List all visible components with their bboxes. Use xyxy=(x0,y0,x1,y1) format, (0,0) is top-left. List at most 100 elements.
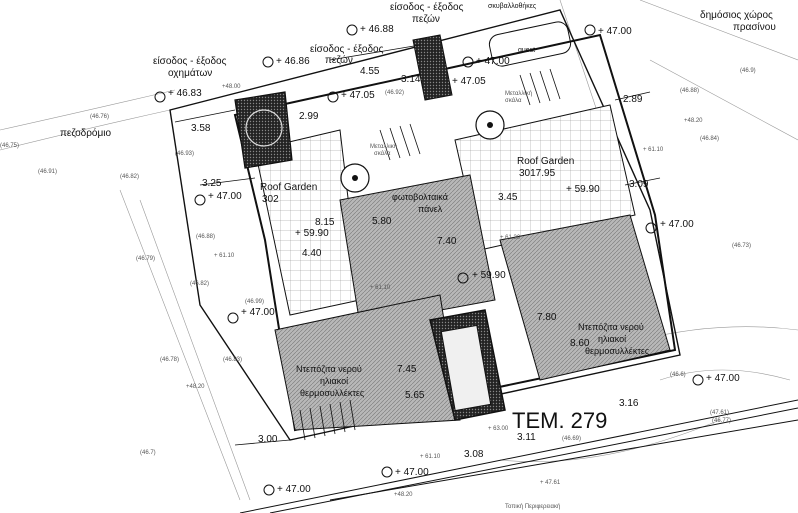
dim-2-89: 2.89 xyxy=(623,94,643,105)
dim-4-55: 4.55 xyxy=(360,66,380,77)
contour-lines xyxy=(0,0,798,501)
label-stair-right-2: σκάλα xyxy=(505,97,522,104)
label-water-right-1: Ντεπόζιτα νερού xyxy=(578,322,644,332)
sp-46-91: (46.91) xyxy=(38,169,57,175)
elev-59-90-b: + 59.90 xyxy=(566,184,600,195)
elev-48-20-a: +48.20 xyxy=(684,118,703,124)
pedestrian-entrance-strip xyxy=(412,34,453,101)
sp-46-76: (46.76) xyxy=(90,114,109,120)
label-roof-garden-right-2: 3017.95 xyxy=(519,168,556,179)
elev-47-00-c: + 47.00 xyxy=(208,191,242,202)
sp-46-92: (46.92) xyxy=(385,90,404,96)
label-public-green-2: πρασίνου xyxy=(733,21,776,33)
sp-46-75: (46.75) xyxy=(0,143,19,149)
shaft-inner xyxy=(440,324,492,412)
building-outline xyxy=(233,33,677,432)
elev-46-86: + 46.86 xyxy=(276,56,310,67)
elev-59-90-a: + 59.90 xyxy=(295,228,329,239)
label-stair-left-2: σκάλα xyxy=(374,150,391,157)
tree-symbol xyxy=(245,109,283,147)
car-outline xyxy=(488,21,572,67)
label-lot: ΤΕΜ. 279 xyxy=(512,408,607,433)
sp-46-84: (46.84) xyxy=(700,136,719,142)
elev-61-10-b: + 61.10 xyxy=(214,253,235,259)
sp-46-69: (46.69) xyxy=(562,436,581,442)
elev-61-10-a: + 61.10 xyxy=(643,147,664,153)
label-entrance-pedestrian-alt-2: πεζών xyxy=(325,54,353,66)
label-water-left-3: θερμοσυλλέκτες xyxy=(300,388,365,398)
dim-3-11: 3.11 xyxy=(517,432,536,443)
dim-8-60: 8.60 xyxy=(570,338,590,349)
sp-47-61: (47.61) xyxy=(710,410,729,416)
elev-47-05: + 47.05 xyxy=(341,90,375,101)
label-roof-garden-right-1: Roof Garden xyxy=(517,156,574,167)
dim-3-16: 3.16 xyxy=(619,398,639,409)
sp-46-82b: (46.82) xyxy=(190,281,209,287)
dim-3-09: 3.09 xyxy=(629,179,649,190)
elev-46-88: + 46.88 xyxy=(360,24,394,35)
label-public-green-1: δημόσιος χώρος xyxy=(700,9,773,21)
label-footpath: πεζοδρόμιο xyxy=(60,127,111,139)
dim-4-40: 4.40 xyxy=(302,248,322,259)
dimension-lines xyxy=(174,44,661,446)
elev-61-10-d: + 61.10 xyxy=(420,454,441,460)
dim-7-40: 7.40 xyxy=(437,236,457,247)
elev-61-30: + 61.30 xyxy=(500,235,521,241)
label-pv-1: φωτοβολταικά xyxy=(392,192,448,202)
garden-pit xyxy=(234,91,293,169)
site-boundary xyxy=(169,9,681,441)
elev-47-05-b: + 47.05 xyxy=(452,76,486,87)
elev-61-10-c: + 61.10 xyxy=(370,285,391,291)
elev-46-83: + 46.83 xyxy=(168,88,202,99)
spiral-stair-right-core xyxy=(487,122,493,128)
sp-46-9: (46.9) xyxy=(740,68,756,74)
label-entrance-pedestrian-1: είσοδος - έξοδος xyxy=(390,1,464,13)
dim-2-99: 2.99 xyxy=(299,111,319,122)
sp-46-93: (46.93) xyxy=(175,151,194,157)
sp-46-73: (46.73) xyxy=(732,243,751,249)
elev-47-00-h: + 47.00 xyxy=(277,484,311,495)
sp-46-88a: (46.88) xyxy=(196,234,215,240)
label-entrance-pedestrian-alt: είσοδος - έξοδος xyxy=(310,43,384,55)
spiral-stair-left-core xyxy=(352,175,358,181)
elev-48-20-b: +48.20 xyxy=(186,384,205,390)
label-water-left-1: Ντεπόζιτα νερού xyxy=(296,364,362,374)
elev-63-00: + 63.00 xyxy=(488,426,509,432)
label-guest: guest xyxy=(518,47,535,54)
elev-48-00-a: +48.00 xyxy=(222,84,241,90)
label-roof-garden-left-1: Roof Garden xyxy=(260,182,317,193)
sp-46-82: (46.82) xyxy=(120,174,139,180)
elev-59-90-c: + 59.90 xyxy=(472,270,506,281)
sp-46-88b: (46.88) xyxy=(680,88,699,94)
dim-3-45: 3.45 xyxy=(498,192,518,203)
road-edge xyxy=(239,399,798,513)
dim-3-25: 3.25 xyxy=(202,178,222,189)
sp-46-99: (46.99) xyxy=(245,299,264,305)
label-bins: σκυβαλλοθήκες xyxy=(488,3,537,10)
dim-5-80: 5.80 xyxy=(372,216,392,227)
label-stair-right-1: Μεταλλική xyxy=(505,90,532,97)
elev-47-00-top: + 47.00 xyxy=(598,26,632,37)
elevation-markers xyxy=(154,24,704,496)
sp-46-83: (46.83) xyxy=(223,357,242,363)
water-heater-area-right xyxy=(499,214,671,381)
elev-47-00-b: + 47.00 xyxy=(476,56,510,67)
label-entrance-vehicle-2: οχημάτων xyxy=(168,67,212,79)
sp-46-6: (46.6) xyxy=(670,372,686,378)
step-lines xyxy=(299,68,561,441)
label-entrance-vehicle-1: είσοδος - έξοδος xyxy=(153,55,227,67)
elev-47-00-d: + 47.00 xyxy=(660,219,694,230)
dim-3-08: 3.08 xyxy=(464,449,484,460)
sp-46-7: (46.7) xyxy=(140,450,156,456)
label-water-right-3: θερμοσυλλέκτες xyxy=(585,346,650,356)
elev-47-00-e: + 47.00 xyxy=(241,307,275,318)
sp-46-78: (46.78) xyxy=(160,357,179,363)
elev-47-00-g: + 47.00 xyxy=(395,467,429,478)
label-roof-garden-left-2: 302 xyxy=(262,194,279,205)
label-stair-left-1: Μεταλλική xyxy=(370,143,397,150)
elev-47-00-f: + 47.00 xyxy=(706,373,740,384)
dim-7-45: 7.45 xyxy=(397,364,417,375)
dim-7-80: 7.80 xyxy=(537,312,557,323)
sp-46-79: (46.79) xyxy=(136,256,155,262)
